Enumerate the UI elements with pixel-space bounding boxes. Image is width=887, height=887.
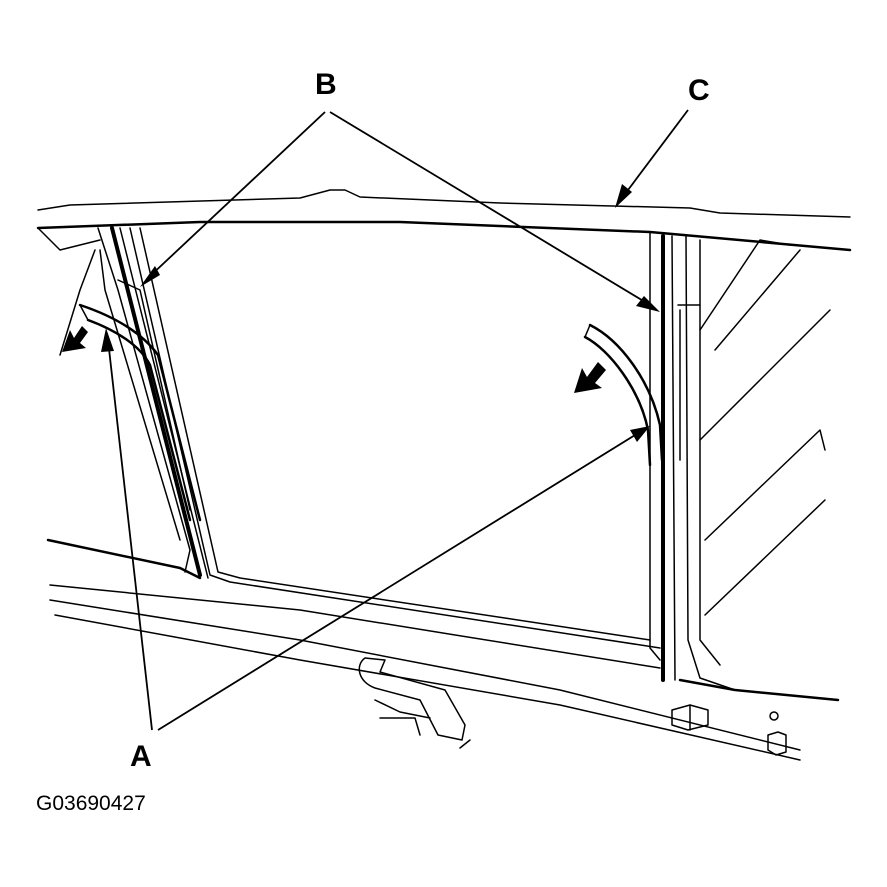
figure-id: G03690427	[36, 792, 146, 815]
removal-arrow-left	[62, 326, 88, 352]
callout-a: A	[130, 740, 152, 773]
weatherstrip-b-left	[110, 226, 209, 579]
door-handle	[358, 657, 471, 749]
leader-c	[615, 109, 689, 208]
door-fittings	[379, 704, 787, 756]
callout-b: B	[315, 68, 337, 101]
weatherstrip-a-right	[583, 323, 664, 467]
removal-arrow-right	[574, 362, 606, 393]
door-sill	[46, 538, 840, 761]
weatherstrip-a-left	[78, 303, 202, 522]
roof-panel	[36, 189, 852, 252]
leader-b	[140, 111, 660, 312]
front-door-frame	[37, 227, 661, 649]
callout-c: C	[688, 74, 710, 107]
leader-a	[101, 328, 650, 731]
rear-quarter-window	[699, 239, 831, 616]
